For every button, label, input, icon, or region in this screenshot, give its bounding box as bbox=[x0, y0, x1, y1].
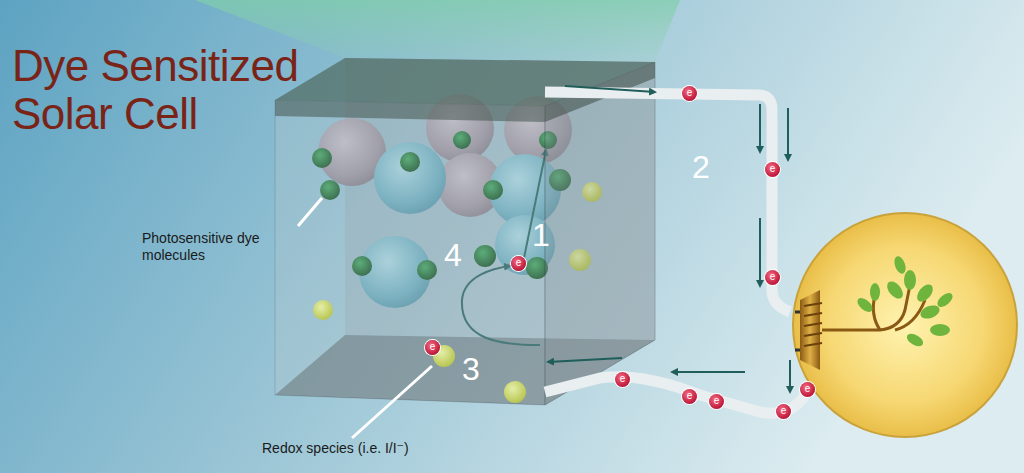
callout-number: 1 bbox=[532, 218, 550, 252]
electron: e bbox=[682, 86, 697, 101]
electron: e bbox=[800, 382, 815, 397]
electron: e bbox=[682, 389, 697, 404]
callout-number: 4 bbox=[444, 238, 462, 272]
part-label: Redox species (i.e. I/I⁻) bbox=[262, 440, 492, 457]
electron: e bbox=[765, 162, 780, 177]
electron: e bbox=[776, 404, 791, 419]
callout-number: 3 bbox=[462, 352, 480, 386]
electron: e bbox=[425, 340, 440, 355]
diagram-title: Dye Sensitized Solar Cell bbox=[12, 42, 342, 138]
part-label: Photosensitive dye molecules bbox=[142, 230, 302, 264]
electron: e bbox=[615, 372, 630, 387]
electron: e bbox=[765, 270, 780, 285]
electron: e bbox=[709, 394, 724, 409]
callout-number: 2 bbox=[692, 150, 710, 184]
electron: e bbox=[511, 256, 526, 271]
